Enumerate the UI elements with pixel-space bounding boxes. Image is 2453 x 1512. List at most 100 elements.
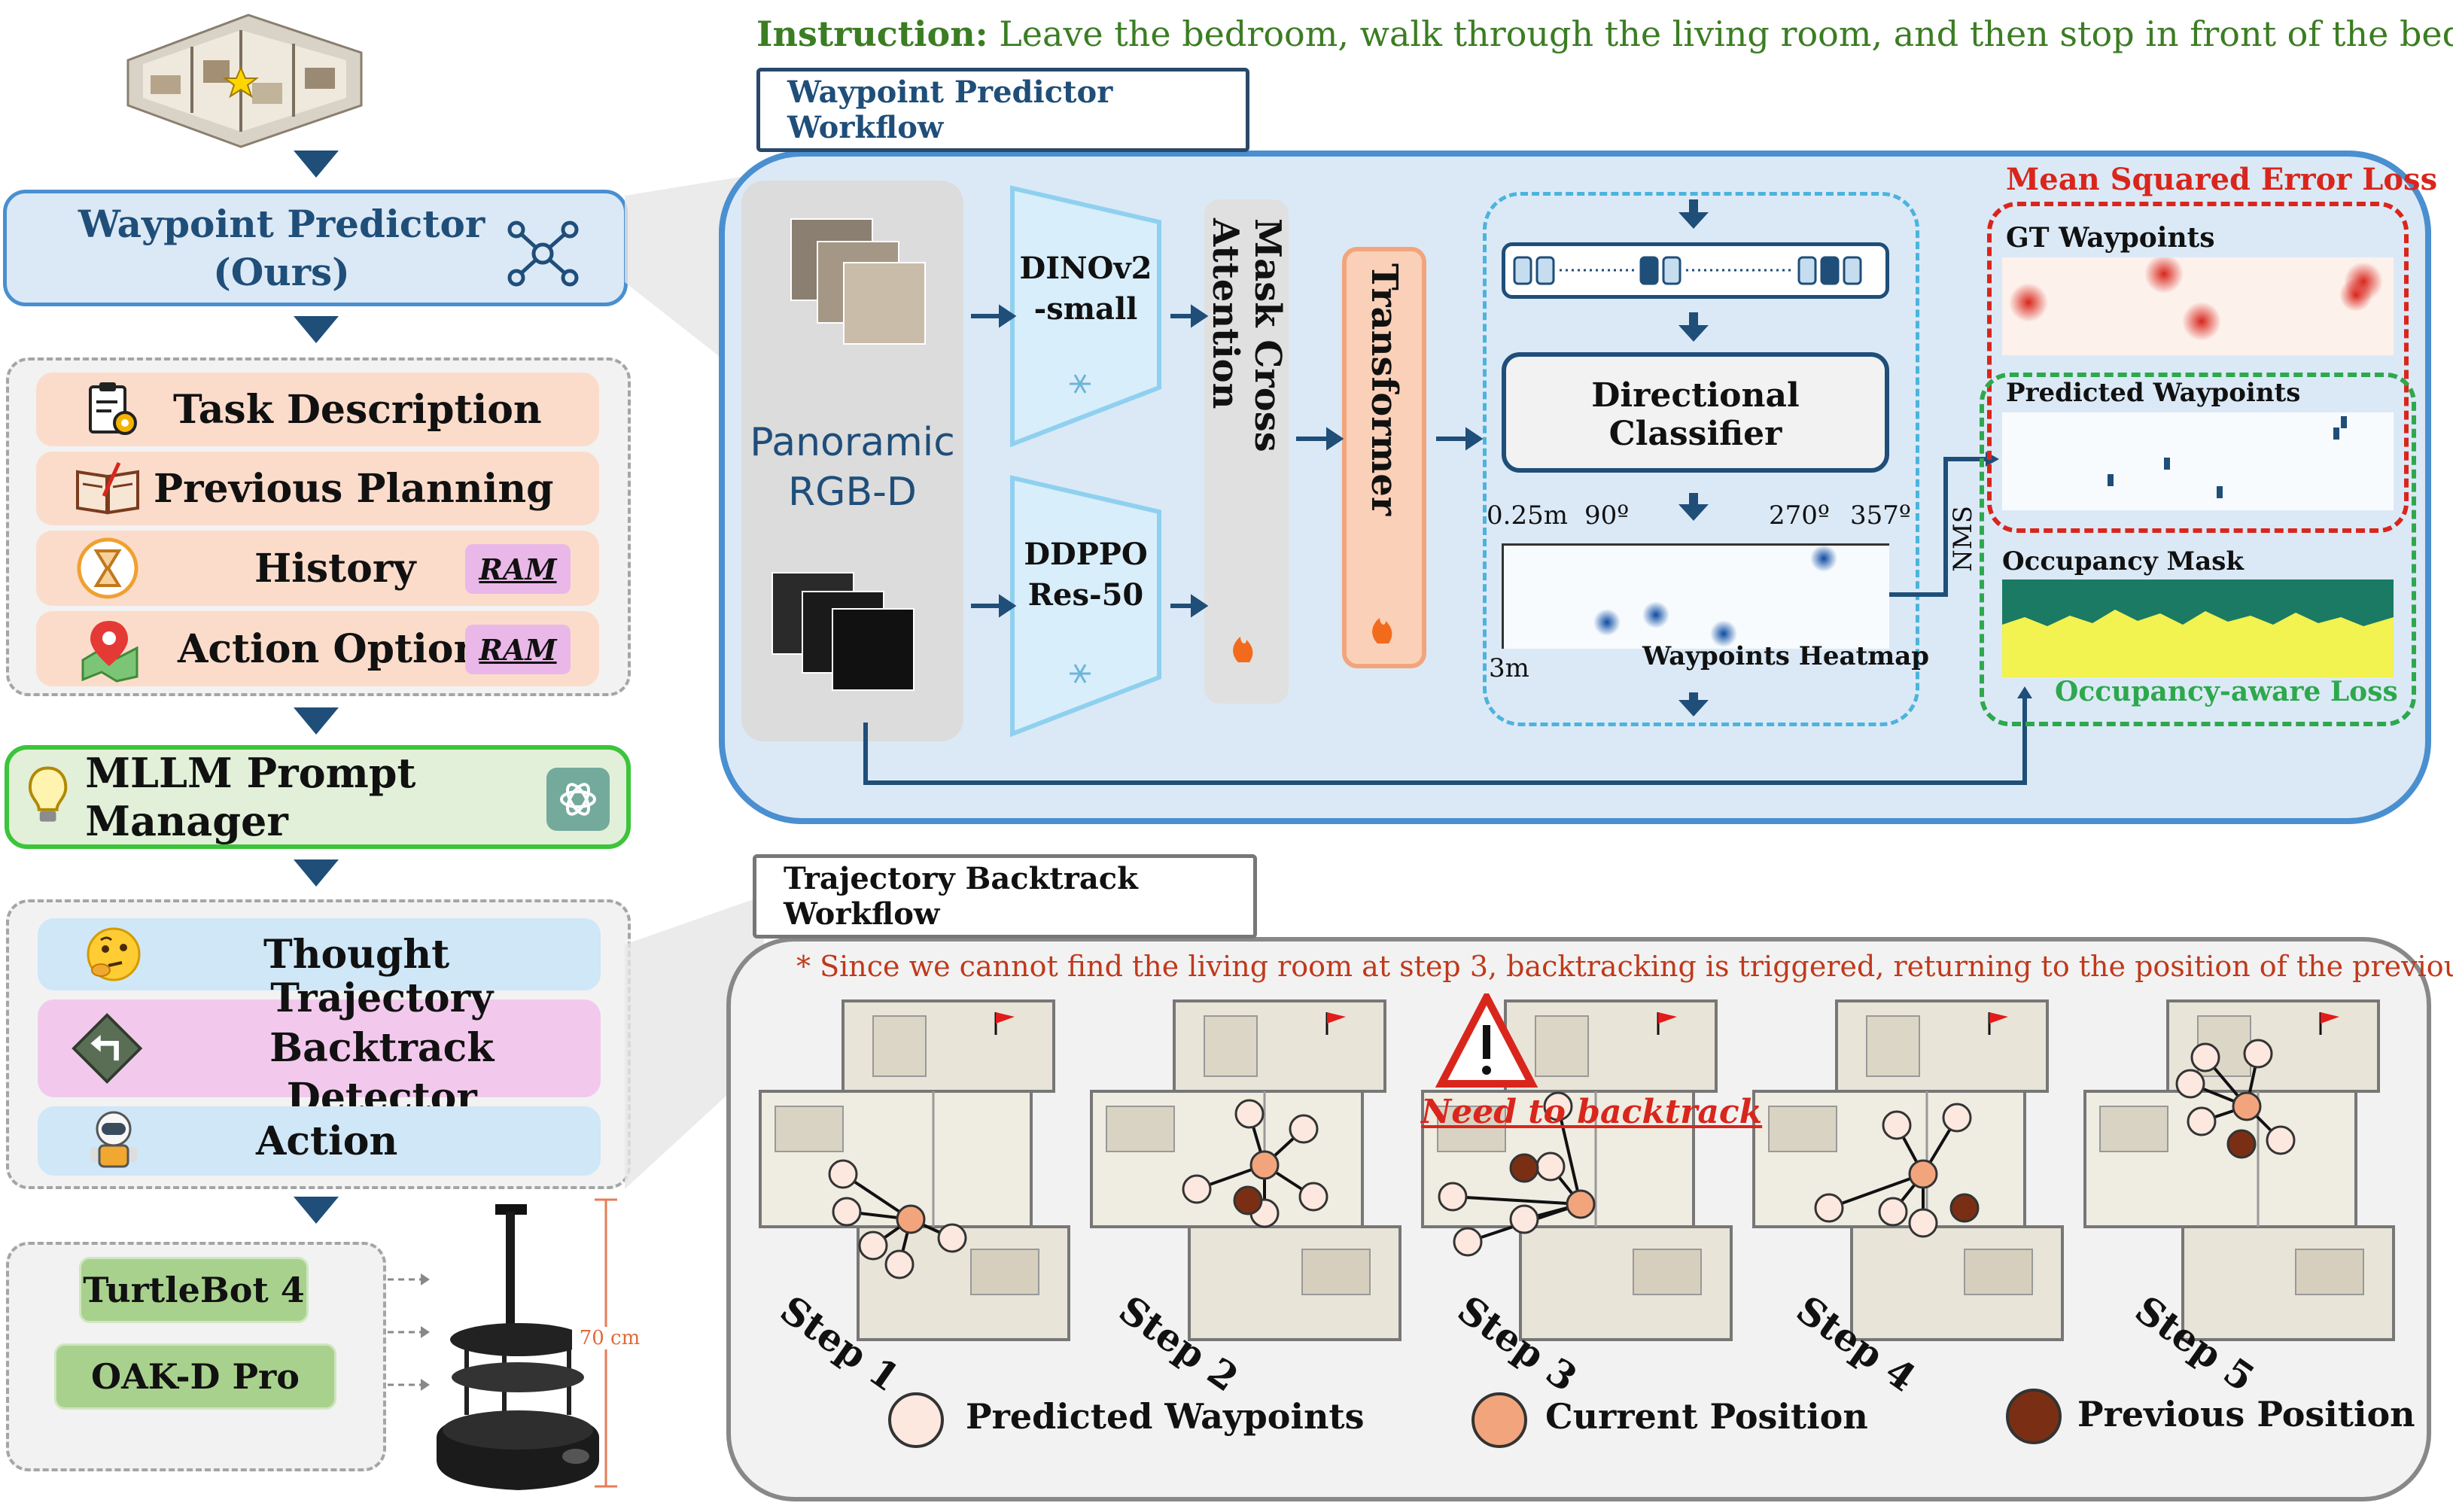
dinov2-label: DINOv2 -small bbox=[1012, 248, 1159, 330]
backtrack-workflow-tab: Trajectory Backtrack Workflow bbox=[753, 854, 1257, 939]
hardware-connector-arrows bbox=[388, 1273, 430, 1391]
snowflake-icons bbox=[1070, 374, 1091, 683]
panoramic-label: Panoramic RGB-D bbox=[741, 418, 963, 517]
instruction-label: Instruction: bbox=[756, 14, 988, 54]
directional-classifier-label: Directional Classifier bbox=[1591, 376, 1800, 453]
transformer-label: Transformer bbox=[1363, 263, 1405, 516]
nms-and-feedback-lines bbox=[863, 452, 2032, 785]
oakd-label: OAK-D Pro bbox=[91, 1356, 300, 1397]
history-item: History RAM bbox=[36, 531, 599, 606]
mse-loss-dashed-box bbox=[1987, 202, 2409, 533]
predicted-waypoints-map bbox=[2002, 412, 2394, 510]
need-to-backtrack-label: Need to backtrack bbox=[1421, 1093, 1763, 1131]
waypoint-predictor-box: Waypoint Predictor (Ours) bbox=[3, 190, 628, 306]
thought-item: Thought bbox=[38, 918, 601, 990]
task-description-item: Task Description bbox=[36, 373, 599, 446]
arrow-down-1 bbox=[294, 151, 339, 178]
star-icon bbox=[223, 65, 259, 99]
floorplan-step-2 bbox=[1090, 999, 1401, 1341]
trajectory-backtrack-detector-item: Trajectory Backtrack Detector bbox=[38, 975, 601, 1121]
predicted-waypoints-marks bbox=[2108, 416, 2347, 498]
action-options-ram-tag: RAM bbox=[465, 625, 571, 674]
lightbulb-icon bbox=[28, 766, 68, 822]
angle-label-0: 0.25m bbox=[1487, 500, 1568, 531]
previous-planning-label: Previous Planning bbox=[154, 465, 554, 512]
action-options-item: Action Options RAM bbox=[36, 611, 599, 686]
legend-previous-label: Previous Position bbox=[2077, 1394, 2415, 1434]
occupancy-mask-map bbox=[2002, 580, 2394, 677]
history-label: History bbox=[254, 545, 416, 592]
waypoint-workflow-tab: Waypoint Predictor Workflow bbox=[756, 68, 1249, 152]
floorplan-step-3 bbox=[1421, 993, 1733, 1341]
dinov2-line1: DINOv2 bbox=[1019, 251, 1152, 286]
classifier-dashed-area bbox=[1483, 192, 1919, 726]
token-sequence bbox=[1513, 256, 1862, 285]
angle-label-357: 357º bbox=[1850, 500, 1911, 531]
panoramic-line1: Panoramic bbox=[750, 420, 955, 465]
mse-loss-title: Mean Squared Error Loss bbox=[2006, 162, 2438, 197]
range-label: 3m bbox=[1489, 653, 1529, 683]
backtrack-workflow-tab-label: Trajectory Backtrack Workflow bbox=[784, 861, 1138, 932]
history-ram-tag: RAM bbox=[465, 544, 571, 594]
encoder-trapezoids bbox=[1010, 185, 1161, 738]
panoramic-depth-stack bbox=[772, 572, 922, 692]
action-label: Action bbox=[256, 1118, 398, 1164]
map-pin-icon bbox=[81, 621, 138, 683]
heatmap-label: Waypoints Heatmap bbox=[1642, 641, 1930, 671]
turtlebot-label-box: TurtleBot 4 bbox=[79, 1257, 309, 1323]
floorplan-step-4 bbox=[1752, 999, 2064, 1341]
arrow-down-4 bbox=[294, 859, 339, 887]
arrow-down-2 bbox=[294, 316, 339, 343]
turn-left-sign-icon bbox=[72, 1012, 143, 1085]
trajectory-backtrack-line1: Trajectory Backtrack bbox=[269, 975, 495, 1071]
clipboard-gear-icon bbox=[89, 382, 137, 435]
legend-previous-dot bbox=[2006, 1389, 2062, 1444]
ddppo-line1: DDPPO bbox=[1024, 537, 1148, 572]
openai-logo-icon bbox=[546, 768, 610, 831]
mllm-prompt-manager-label: MLLM Prompt Manager bbox=[85, 749, 416, 845]
nms-label: NMS bbox=[1948, 506, 1978, 572]
instruction-text: Leave the bedroom, walk through the livi… bbox=[999, 14, 2453, 54]
hourglass-icon bbox=[77, 537, 138, 599]
waypoint-predictor-line1: Waypoint Predictor bbox=[78, 201, 485, 246]
legend-current-dot bbox=[1471, 1392, 1527, 1448]
open-book-icon bbox=[76, 461, 139, 515]
gt-waypoints-label: GT Waypoints bbox=[2006, 222, 2215, 254]
action-item: Action bbox=[38, 1106, 601, 1176]
waypoint-predictor-line2: (Ours) bbox=[213, 249, 350, 294]
token-arrows bbox=[1678, 199, 1709, 716]
house-3d-thumbnail bbox=[126, 14, 363, 148]
dinov2-line2: -small bbox=[1033, 291, 1138, 327]
arrow-down-3 bbox=[294, 707, 339, 735]
ddppo-line2: Res-50 bbox=[1027, 577, 1144, 613]
thought-label: Thought bbox=[263, 931, 450, 978]
trajectory-backtrack-detector-label: Trajectory Backtrack Detector bbox=[163, 974, 601, 1123]
heatmap-blobs bbox=[1593, 545, 1837, 647]
instruction-line: Instruction: Leave the bedroom, walk thr… bbox=[756, 14, 2453, 60]
legend-predicted-label: Predicted Waypoints bbox=[966, 1396, 1365, 1437]
backtrack-note: * Since we cannot find the living room a… bbox=[796, 950, 2453, 983]
waypoint-workflow-tab-label: Waypoint Predictor Workflow bbox=[787, 75, 1113, 145]
floorplan-step-1 bbox=[759, 999, 1070, 1341]
turtlebot-label: TurtleBot 4 bbox=[83, 1270, 305, 1310]
turtlebot-robot-image bbox=[437, 1204, 599, 1490]
panoramic-rgb-stack bbox=[790, 218, 926, 346]
angle-label-270: 270º bbox=[1769, 500, 1830, 531]
task-description-label: Task Description bbox=[173, 386, 542, 433]
transformer-block bbox=[1342, 247, 1426, 668]
mask-cross-attention-block bbox=[1204, 199, 1289, 704]
occupancy-loss-label: Occupancy-aware Loss bbox=[2055, 676, 2398, 707]
action-options-label: Action Options bbox=[178, 625, 504, 672]
legend-predicted-dot bbox=[888, 1392, 944, 1448]
panoramic-line2: RGB-D bbox=[788, 470, 917, 515]
mllm-prompt-manager-box: MLLM Prompt Manager bbox=[5, 745, 631, 849]
arrow-down-5 bbox=[294, 1197, 339, 1224]
occupancy-mask-label: Occupancy Mask bbox=[2002, 546, 2244, 577]
occupancy-loss-dashed-box bbox=[1980, 373, 2416, 726]
directional-classifier-box: Directional Classifier bbox=[1502, 352, 1889, 473]
ddppo-label: DDPPO Res-50 bbox=[1012, 534, 1159, 616]
network-graph-icon bbox=[507, 221, 579, 287]
robot-height-label: 70 cm bbox=[572, 1327, 647, 1349]
floorplan-step-5 bbox=[2083, 999, 2395, 1341]
predicted-waypoints-label: Predicted Waypoints bbox=[2006, 378, 2301, 408]
